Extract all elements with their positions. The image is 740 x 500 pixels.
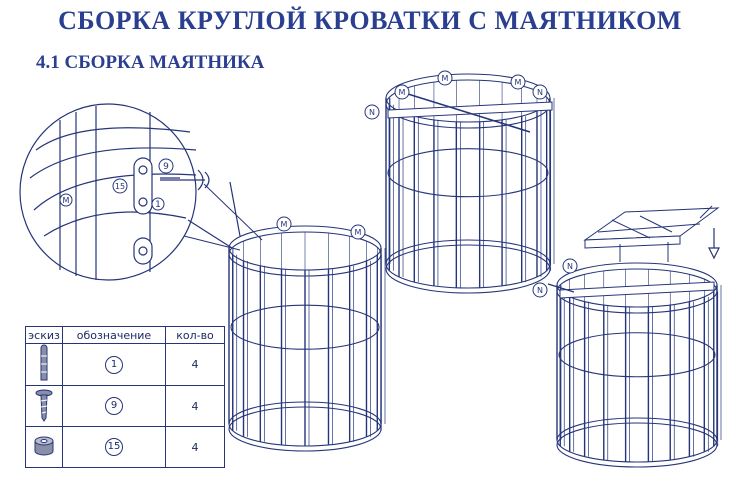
detail-ref-1: 1: [151, 197, 165, 211]
crib-step-2: [385, 73, 555, 294]
parts-table: эскиз обозначение кол-во 1 4 9 4: [25, 326, 225, 468]
callout-m: M: [394, 84, 410, 100]
crib-step-3: [547, 262, 722, 468]
callout-m: M: [350, 224, 366, 240]
callout-n-text: N: [537, 88, 543, 97]
detail-ref-9-text: 9: [163, 162, 169, 172]
detail-ref-15: 15: [112, 178, 128, 194]
callout-m: M: [59, 193, 73, 207]
designation-cell: 15: [62, 426, 166, 468]
header-designation: обозначение: [62, 326, 166, 344]
callout-n: N: [562, 258, 578, 274]
quantity-cell: 4: [165, 385, 225, 427]
designation-cell: 1: [62, 343, 166, 386]
section-title: 4.1 СБОРКА МАЯТНИКА: [36, 52, 265, 73]
detail-ref-15-text: 15: [115, 182, 125, 191]
header-sketch: эскиз: [25, 326, 63, 344]
callout-group: M M M M M N N N N: [276, 70, 578, 298]
table-row: 9 4: [25, 385, 225, 427]
detail-ref-9: 9: [158, 158, 174, 174]
bolt-long-icon: [40, 344, 48, 381]
part-ref: 15: [105, 438, 123, 456]
header-quantity: кол-во: [165, 326, 225, 344]
quantity-cell: 4: [165, 343, 225, 386]
callout-n-text: N: [567, 262, 573, 271]
callout-m-text: M: [63, 196, 70, 205]
callout-m-text: M: [515, 78, 522, 87]
detail-magnifier: [19, 103, 241, 281]
callout-n-text: N: [537, 286, 543, 295]
callout-n: N: [532, 282, 548, 298]
table-row: 1 4: [25, 343, 225, 386]
callout-n-text: N: [369, 108, 375, 117]
callout-m: M: [276, 216, 292, 232]
pendulum-frame: [583, 205, 720, 262]
callout-m-text: M: [442, 74, 449, 83]
callout-m: M: [437, 70, 453, 86]
callout-m-text: M: [281, 220, 288, 229]
callout-n: N: [532, 84, 548, 100]
washer-icon: [34, 436, 54, 455]
callout-n: N: [364, 104, 380, 120]
part-ref: 9: [105, 397, 123, 415]
screw-icon: [35, 389, 53, 422]
callout-m-text: M: [355, 228, 362, 237]
callout-m: M: [510, 74, 526, 90]
crib-step-1: [228, 225, 386, 452]
part-ref: 1: [105, 355, 123, 374]
sketch-cell: [25, 343, 63, 386]
page-title: СБОРКА КРУГЛОЙ КРОВАТКИ С МАЯТНИКОМ: [58, 6, 682, 35]
callout-m-text: M: [399, 88, 406, 97]
arrow-down-icon: [708, 228, 720, 260]
detail-ref-1-text: 1: [155, 200, 161, 210]
table-row: 15 4: [25, 426, 225, 468]
quantity-cell: 4: [165, 426, 225, 468]
sketch-cell: [25, 385, 63, 427]
parts-table-header: эскиз обозначение кол-во: [25, 326, 225, 344]
sketch-cell: [25, 426, 63, 468]
designation-cell: 9: [62, 385, 166, 427]
